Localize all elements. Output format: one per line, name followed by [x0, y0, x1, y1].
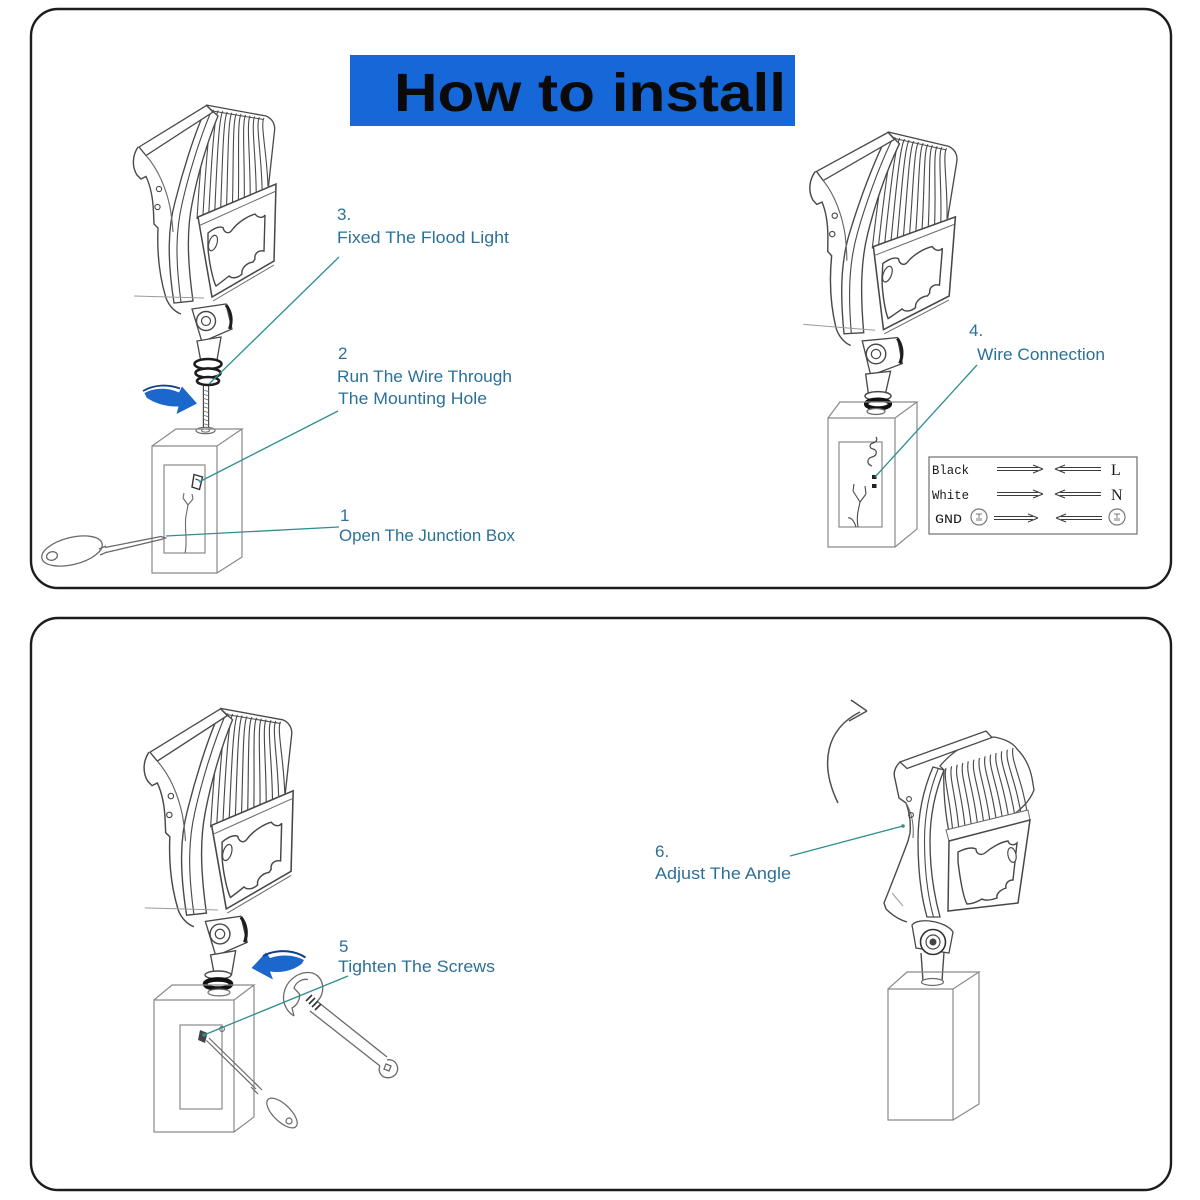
svg-text:White: White [932, 488, 969, 503]
svg-text:Wire Connection: Wire Connection [977, 345, 1105, 364]
svg-text:Fixed The Flood Light: Fixed The Flood Light [337, 228, 509, 247]
svg-text:2: 2 [338, 344, 347, 363]
svg-text:The Mounting Hole: The Mounting Hole [338, 389, 487, 408]
svg-text:1: 1 [340, 506, 349, 525]
svg-text:Adjust The Angle: Adjust The Angle [655, 864, 791, 883]
svg-text:6.: 6. [655, 842, 669, 861]
svg-text:GND: GND [935, 512, 962, 527]
svg-text:Tighten The Screws: Tighten The Screws [338, 957, 495, 976]
svg-text:N: N [1111, 487, 1123, 504]
svg-text:Run The Wire Through: Run The Wire Through [337, 367, 512, 386]
svg-text:4.: 4. [969, 321, 983, 340]
svg-text:5: 5 [339, 937, 348, 956]
svg-text:L: L [1111, 462, 1121, 479]
svg-text:Open The Junction Box: Open The Junction Box [339, 526, 515, 545]
svg-text:Black: Black [932, 463, 969, 478]
svg-text:3.: 3. [337, 205, 351, 224]
svg-text:How to install: How to install [394, 63, 786, 123]
